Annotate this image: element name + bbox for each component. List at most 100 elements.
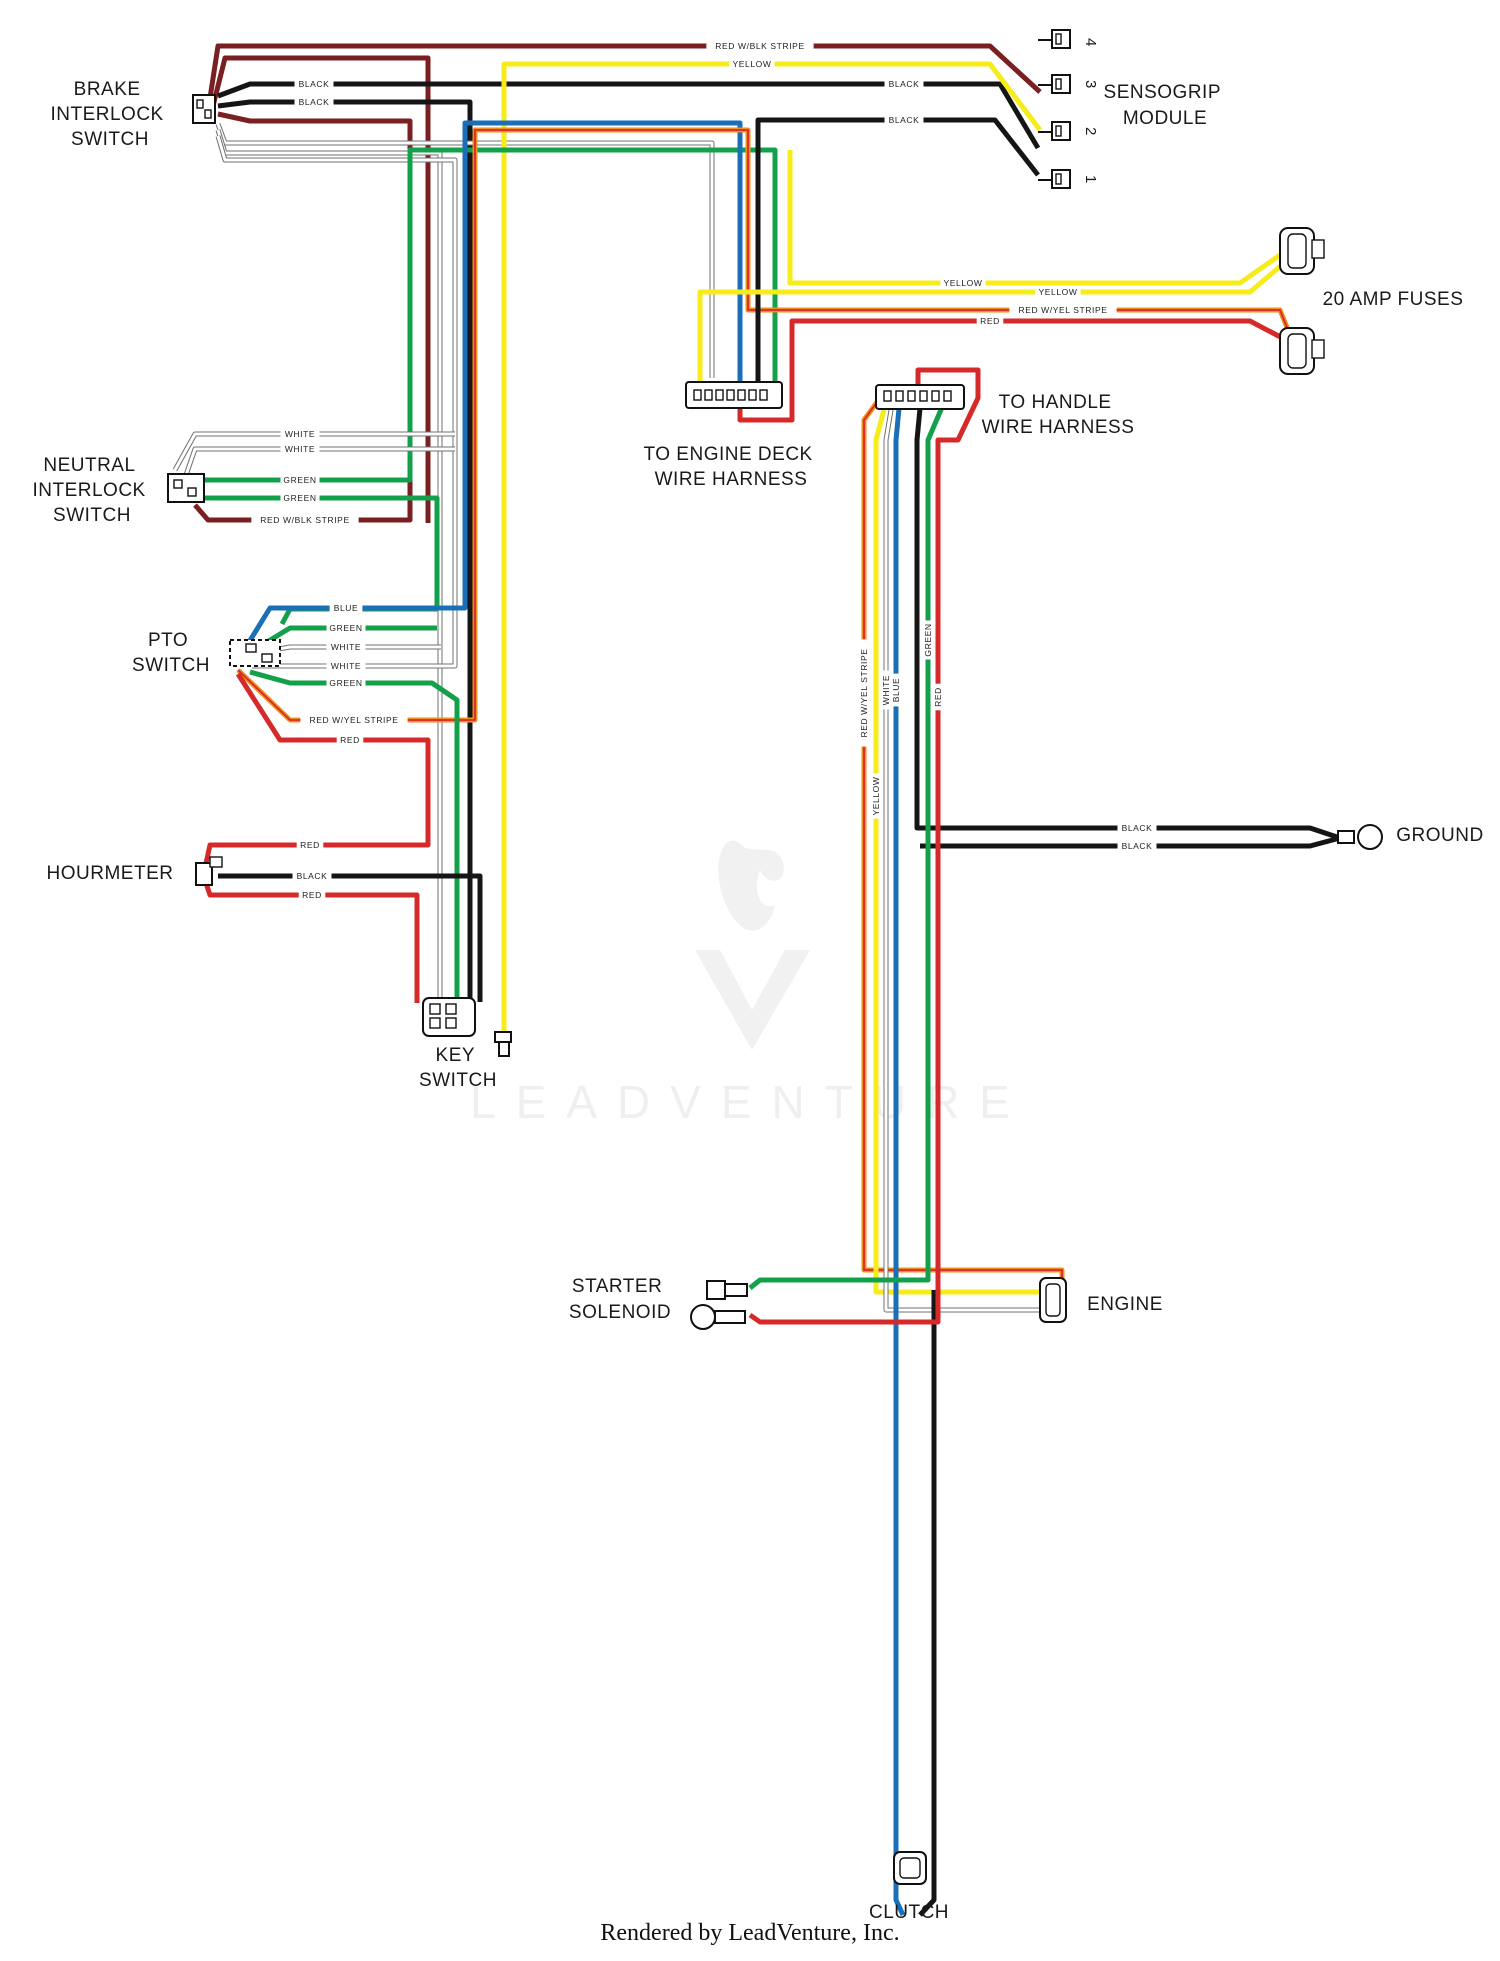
wire-white-brake-c xyxy=(215,135,458,669)
wire-redblk-top xyxy=(207,43,1042,99)
label-blue-pto: BLUE xyxy=(329,602,363,614)
svg-text:GREEN: GREEN xyxy=(329,678,362,688)
svg-text:BLACK: BLACK xyxy=(1122,823,1153,833)
fuses-label: 20 AMP FUSES xyxy=(1323,289,1464,310)
svg-text:BLACK: BLACK xyxy=(1122,841,1153,851)
hourmeter-label: HOURMETER xyxy=(47,863,174,884)
wire-white-brake-b xyxy=(215,129,443,1000)
label-white-neutral-2: WHITE xyxy=(280,443,320,455)
svg-text:YELLOW: YELLOW xyxy=(732,59,771,69)
wire-layer xyxy=(172,43,1341,1917)
neutral-interlock-connector xyxy=(167,473,205,503)
wire-white-neutral-2 xyxy=(182,446,455,479)
label-redyel-fuse: RED W/YEL STRIPE xyxy=(1009,304,1117,316)
fuse-holder-1 xyxy=(1279,227,1325,275)
label-yellow-fuse-2: YELLOW xyxy=(1035,286,1081,298)
svg-text:RED: RED xyxy=(340,735,360,745)
svg-text:GREEN: GREEN xyxy=(329,623,362,633)
svg-text:YELLOW: YELLOW xyxy=(1038,287,1077,297)
sensogrip-pin-connector-2 xyxy=(1038,121,1071,141)
label-black-brake-1: BLACK xyxy=(294,78,334,90)
starter-solenoid-terminals xyxy=(690,1280,748,1330)
svg-text:WHITE: WHITE xyxy=(285,444,315,454)
wire-red-handle xyxy=(748,367,981,1325)
label-red-hour-2: RED xyxy=(298,889,326,901)
sensogrip-pin-connector-3 xyxy=(1038,74,1071,94)
fuse-holder-2 xyxy=(1279,327,1325,375)
engine-label: ENGINE xyxy=(1087,1294,1163,1315)
svg-text:RED: RED xyxy=(302,890,322,900)
wire-green-handle xyxy=(748,397,949,1290)
sensogrip-pin-2: 2 xyxy=(1082,127,1099,135)
label-redyel-handle: RED W/YEL STRIPE xyxy=(858,639,870,747)
label-yellow-top: YELLOW xyxy=(729,58,775,70)
svg-text:RED W/YEL STRIPE: RED W/YEL STRIPE xyxy=(859,648,869,737)
pto-switch-label: PTO SWITCH xyxy=(132,630,210,676)
label-black-brake-2: BLACK xyxy=(294,96,334,108)
wire-blue-handle xyxy=(893,397,906,1917)
svg-text:RED W/BLK STRIPE: RED W/BLK STRIPE xyxy=(715,41,804,51)
hourmeter-connector xyxy=(195,856,223,886)
svg-text:GREEN: GREEN xyxy=(923,623,933,656)
sensogrip-pin-3: 3 xyxy=(1082,80,1099,88)
svg-text:BLACK: BLACK xyxy=(299,97,330,107)
svg-text:WHITE: WHITE xyxy=(331,642,361,652)
wire-white-neutral-1 xyxy=(172,431,455,472)
label-white-pto-2: WHITE xyxy=(326,660,366,672)
sensogrip-pin-connector-1 xyxy=(1038,169,1071,189)
label-green-handle: GREEN xyxy=(922,620,934,660)
wire-black-brake-1 xyxy=(217,81,1041,150)
svg-text:RED W/BLK STRIPE: RED W/BLK STRIPE xyxy=(260,515,349,525)
label-white-handle: WHITE xyxy=(880,670,892,710)
leadventure-watermark-logo: LEADVENTURE xyxy=(470,840,1030,1128)
svg-text:WHITE: WHITE xyxy=(285,429,315,439)
sensogrip-pin-4: 4 xyxy=(1082,38,1099,46)
key-switch-connector xyxy=(422,997,512,1057)
label-green-neutral-1: GREEN xyxy=(280,474,320,486)
svg-text:BLACK: BLACK xyxy=(299,79,330,89)
label-black-deck: BLACK xyxy=(884,114,924,126)
label-blue-handle: BLUE xyxy=(890,673,902,707)
label-redyel-pto: RED W/YEL STRIPE xyxy=(300,714,408,726)
footer-credit: Rendered by LeadVenture, Inc. xyxy=(600,1920,900,1946)
label-redblk-neutral: RED W/BLK STRIPE xyxy=(251,514,359,526)
wire-label-layer: RED W/BLK STRIPE YELLOW BLACK BLACK BLACK BLA… xyxy=(251,40,1157,901)
svg-text:RED: RED xyxy=(980,316,1000,326)
wire-yellow-sensogrip xyxy=(787,150,1292,286)
label-green-pto-1: GREEN xyxy=(326,622,366,634)
svg-text:WHITE: WHITE xyxy=(331,661,361,671)
handle-harness-label: TO HANDLE WIRE HARNESS xyxy=(982,392,1135,438)
wire-green-pto-1 xyxy=(260,625,437,648)
label-green-neutral-2: GREEN xyxy=(280,492,320,504)
wire-yellow-fuse-2 xyxy=(697,256,1292,398)
ground-ring-terminal xyxy=(1337,824,1383,850)
label-red-pto: RED xyxy=(336,734,364,746)
starter-solenoid-label: STARTER SOLENOID xyxy=(569,1276,671,1323)
ground-label: GROUND xyxy=(1396,825,1483,846)
engine-connector xyxy=(1039,1277,1067,1323)
wire-redblk-brake-drop xyxy=(209,55,431,523)
clutch-connector xyxy=(893,1851,927,1885)
wire-black-clutch xyxy=(918,1290,937,1917)
svg-text:RED: RED xyxy=(933,687,943,707)
label-white-neutral-1: WHITE xyxy=(280,428,320,440)
svg-text:BLACK: BLACK xyxy=(889,115,920,125)
wire-black-handle xyxy=(914,397,1341,841)
wire-black-deck xyxy=(755,117,1040,398)
label-black-top-right: BLACK xyxy=(884,78,924,90)
engine-deck-label: TO ENGINE DECK WIRE HARNESS xyxy=(643,444,818,490)
label-red-handle: RED xyxy=(932,683,944,711)
wire-green-pto-2 xyxy=(249,669,460,1002)
label-green-pto-2: GREEN xyxy=(326,677,366,689)
svg-text:GREEN: GREEN xyxy=(283,493,316,503)
neutral-interlock-label: NEUTRAL INTERLOCK SWITCH xyxy=(32,455,151,526)
label-black-ground-1: BLACK xyxy=(1117,822,1157,834)
svg-text:WHITE: WHITE xyxy=(881,675,891,705)
brake-interlock-label: BRAKE INTERLOCK SWITCH xyxy=(50,79,169,150)
brake-interlock-connector xyxy=(192,94,216,124)
svg-text:RED: RED xyxy=(300,840,320,850)
watermark-text: LEADVENTURE xyxy=(470,1076,1030,1128)
wire-white-handle xyxy=(883,397,1048,1313)
svg-text:RED W/YEL STRIPE: RED W/YEL STRIPE xyxy=(1018,305,1107,315)
